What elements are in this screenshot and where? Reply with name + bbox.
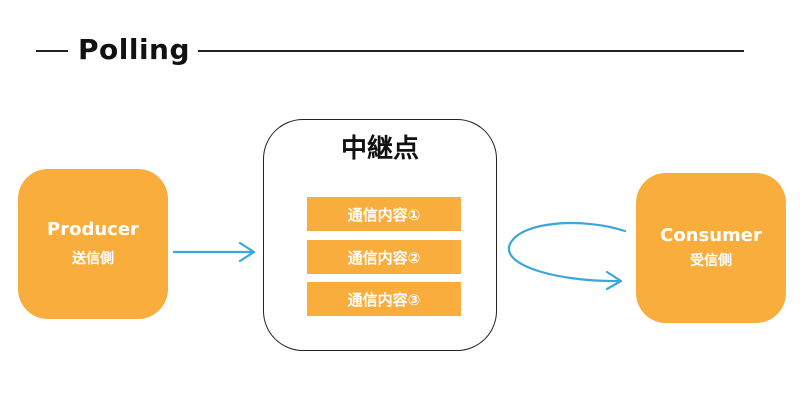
producer-name: Producer	[47, 219, 139, 240]
title-rule-right	[198, 50, 744, 52]
producer-node: Producer 送信側	[18, 169, 168, 319]
relay-message-2: 通信内容②	[307, 240, 461, 274]
consumer-role: 受信側	[690, 253, 732, 269]
relay-message-1: 通信内容①	[307, 197, 461, 231]
producer-to-relay-arrow	[173, 241, 256, 263]
consumer-polling-loop-arrow	[507, 221, 627, 291]
diagram-title: Polling	[78, 33, 191, 66]
relay-title: 中継点	[340, 134, 419, 164]
consumer-name: Consumer	[660, 225, 762, 246]
relay-node: 中継点 通信内容① 通信内容② 通信内容③	[263, 119, 497, 351]
relay-message-3: 通信内容③	[307, 282, 461, 316]
producer-role: 送信側	[72, 251, 114, 267]
consumer-node: Consumer 受信側	[636, 173, 786, 323]
title-rule-left	[36, 50, 68, 52]
